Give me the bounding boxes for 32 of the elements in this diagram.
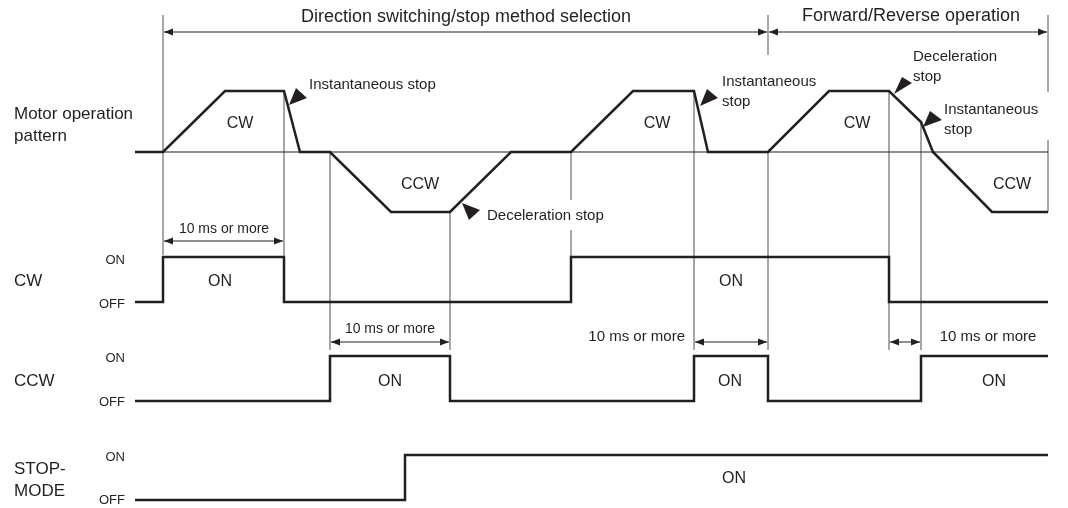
region-label: CW <box>643 112 671 133</box>
section-label: Forward/Reverse operation <box>801 4 1021 28</box>
region-label: CCW <box>400 173 440 194</box>
duration-label: 10 ms or more <box>939 326 1037 346</box>
region-label: CCW <box>992 173 1032 194</box>
signal-name: STOP- MODE <box>14 457 67 502</box>
level-label: OFF <box>99 491 125 508</box>
region-label: CW <box>226 112 254 133</box>
callout-label: Instantaneous stop <box>722 70 818 110</box>
level-label: OFF <box>99 393 125 411</box>
signal-name: Motor operation pattern <box>14 102 135 147</box>
callout-label: Instantaneous stop <box>309 74 436 94</box>
level-label: OFF <box>99 295 125 313</box>
state-label: ON <box>208 270 232 291</box>
callout-label: Deceleration stop <box>487 205 604 225</box>
duration-label: 10 ms or more <box>588 326 685 346</box>
section-label: Direction switching/stop method selection <box>300 5 632 29</box>
state-label: ON <box>982 370 1006 391</box>
state-label: ON <box>378 370 402 391</box>
state-label: ON <box>719 270 743 291</box>
state-label: ON <box>718 370 742 391</box>
level-label: ON <box>105 251 125 269</box>
region-label: CW <box>843 112 871 133</box>
callout-label: Instantaneous stop <box>944 98 1040 138</box>
signal-name: CW <box>14 269 43 292</box>
signal-name: CCW <box>14 369 55 392</box>
level-label: ON <box>105 349 125 367</box>
callout-label: Deceleration stop <box>913 45 999 85</box>
duration-label: 10 ms or more <box>344 318 436 338</box>
state-label: ON <box>722 467 746 488</box>
level-label: ON <box>105 448 125 466</box>
duration-label: 10 ms or more <box>178 218 270 238</box>
